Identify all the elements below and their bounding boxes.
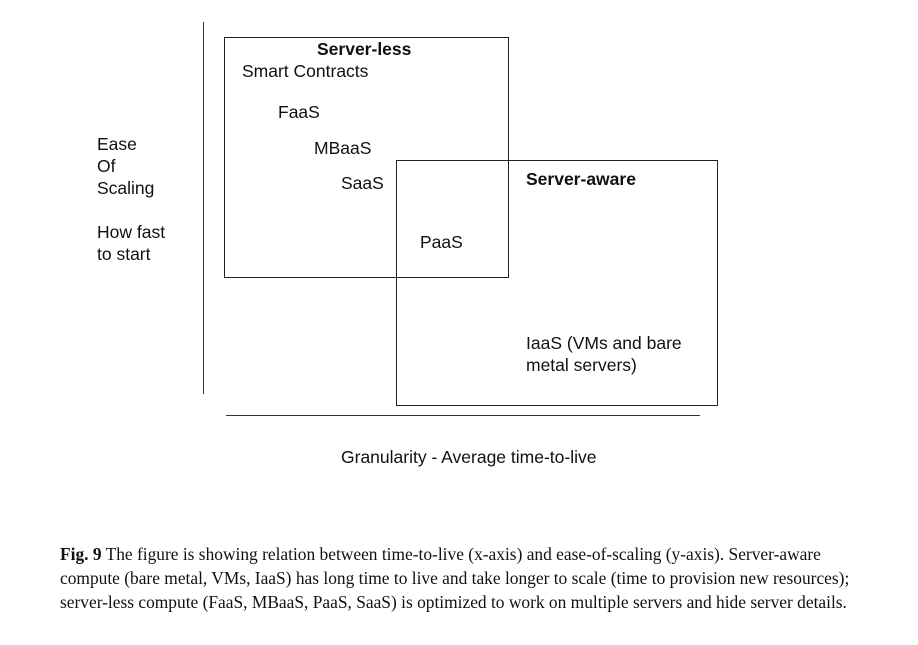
serveraware-item-iaas-line-1: IaaS (VMs and bare	[526, 333, 682, 353]
serverless-item-saas: SaaS	[341, 173, 384, 193]
x-axis-label: Granularity - Average time-to-live	[341, 447, 597, 467]
caption-text: The figure is showing relation between t…	[60, 544, 850, 612]
serverless-item-smart-contracts: Smart Contracts	[242, 61, 369, 81]
serveraware-item-iaas-line-2: metal servers)	[526, 355, 637, 375]
y-axis-sublabel-line-2: to start	[97, 244, 151, 264]
serverless-item-mbaas: MBaaS	[314, 138, 372, 158]
y-axis-sublabel-line-1: How fast	[97, 222, 166, 242]
serverless-item-faas: FaaS	[278, 102, 320, 122]
serverless-box	[224, 37, 509, 278]
y-axis-label-line-1: Ease	[97, 134, 137, 154]
x-axis-line	[226, 415, 700, 416]
serveraware-title: Server-aware	[526, 169, 636, 189]
y-axis-label-line-2: Of	[97, 156, 116, 176]
serverless-title: Server-less	[317, 39, 412, 59]
y-axis-label-line-3: Scaling	[97, 178, 155, 198]
serveraware-box	[396, 160, 718, 406]
overlap-item-paas: PaaS	[420, 232, 463, 252]
y-axis-line	[203, 22, 204, 394]
caption-fig-label: Fig. 9	[60, 544, 102, 564]
figure-caption: Fig. 9 The figure is showing relation be…	[60, 542, 860, 614]
